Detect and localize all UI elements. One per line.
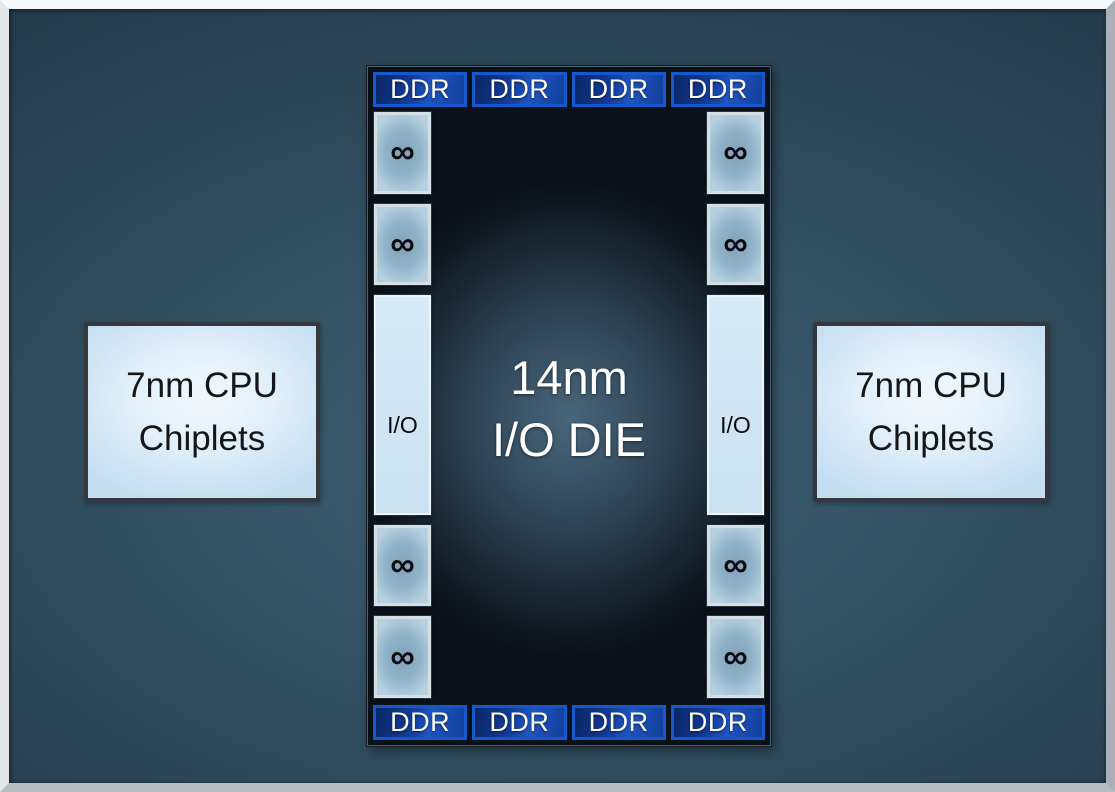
io-link-block: I/O bbox=[374, 295, 431, 515]
ddr-interface: DDR bbox=[373, 705, 468, 740]
infinity-fabric-link-icon: ∞ bbox=[707, 524, 764, 607]
ddr-interface: DDR bbox=[571, 72, 666, 107]
fabric-column-left: ∞ ∞ I/O ∞ ∞ bbox=[374, 112, 431, 698]
ddr-interface: DDR bbox=[670, 72, 765, 107]
ddr-interface: DDR bbox=[472, 705, 567, 740]
die-title-line1: 14nm bbox=[510, 351, 628, 404]
cpu-left-label-line1: 7nm CPU bbox=[126, 366, 278, 405]
die-title: 14nm I/O DIE bbox=[368, 347, 770, 471]
ddr-interface: DDR bbox=[472, 72, 567, 107]
cpu-right-label-line1: 7nm CPU bbox=[855, 366, 1007, 405]
ddr-interface: DDR bbox=[373, 72, 468, 107]
infinity-fabric-link-icon: ∞ bbox=[707, 112, 764, 194]
die-title-line2: I/O DIE bbox=[491, 413, 647, 466]
infinity-fabric-link-icon: ∞ bbox=[707, 616, 764, 698]
io-die-block: DDR DDR DDR DDR ∞ ∞ I/O ∞ ∞ 14nm I/O DIE… bbox=[367, 66, 771, 746]
infinity-fabric-link-icon: ∞ bbox=[374, 203, 431, 286]
ddr-row-bottom: DDR DDR DDR DDR bbox=[373, 705, 765, 740]
cpu-chiplets-right-box: 7nm CPU Chiplets bbox=[813, 322, 1049, 502]
infinity-fabric-link-icon: ∞ bbox=[374, 112, 431, 194]
fabric-column-right: ∞ ∞ I/O ∞ ∞ bbox=[707, 112, 764, 698]
ddr-row-top: DDR DDR DDR DDR bbox=[373, 72, 765, 107]
infinity-fabric-link-icon: ∞ bbox=[374, 616, 431, 698]
infinity-fabric-link-icon: ∞ bbox=[374, 524, 431, 607]
cpu-left-label-line2: Chiplets bbox=[138, 419, 266, 458]
io-link-block: I/O bbox=[707, 295, 764, 515]
infinity-fabric-link-icon: ∞ bbox=[707, 203, 764, 286]
cpu-right-label-line2: Chiplets bbox=[867, 419, 995, 458]
ddr-interface: DDR bbox=[670, 705, 765, 740]
cpu-chiplets-left-box: 7nm CPU Chiplets bbox=[84, 322, 320, 502]
ddr-interface: DDR bbox=[571, 705, 666, 740]
